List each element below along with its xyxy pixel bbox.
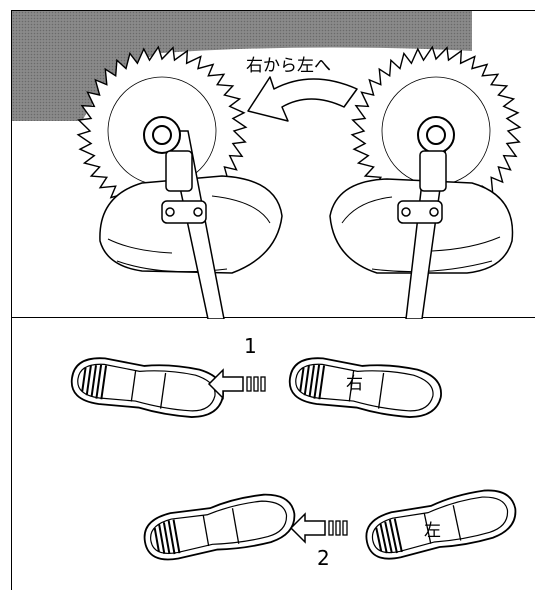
step2-arrow-icon (290, 513, 348, 543)
shoe-step1-destination (67, 350, 228, 423)
direction-label: 右から左へ (246, 56, 331, 76)
right-foot-label: 右 (346, 374, 363, 394)
footstep-illustration (67, 350, 522, 566)
brush-cutter-illustration (12, 11, 522, 319)
bottom-panel-foot-steps: 1 右 2 左 (11, 318, 535, 590)
step2-number: 2 (317, 546, 330, 570)
step1-number: 1 (244, 334, 257, 358)
right-cutter-head (329, 116, 514, 319)
shoe-right-foot (285, 350, 446, 423)
right-to-left-arrow-icon (247, 76, 358, 122)
left-cutter-head (99, 116, 283, 319)
top-panel-cutting-direction: 右から左へ (11, 10, 535, 319)
shoe-step2-destination (139, 488, 300, 566)
left-foot-label: 左 (424, 521, 441, 541)
shaded-area (12, 11, 472, 121)
